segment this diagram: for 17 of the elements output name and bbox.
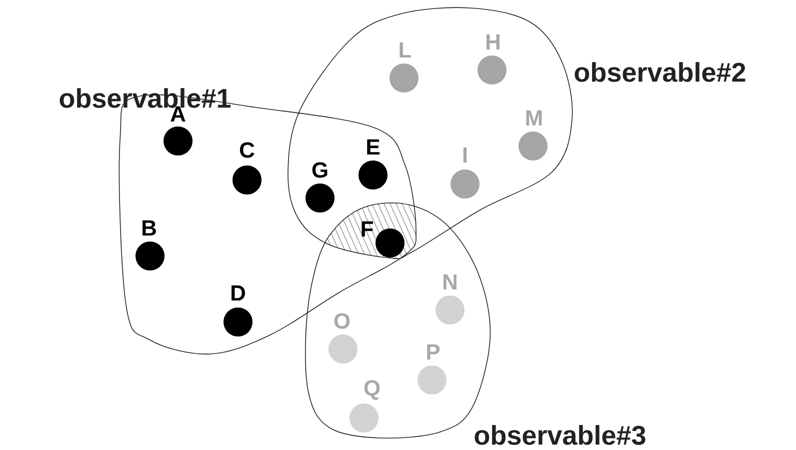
point-label: Q: [364, 380, 380, 400]
point-label: C: [240, 142, 254, 158]
point-label: N: [444, 274, 456, 290]
point-label: B: [142, 220, 156, 236]
node-label: observable#2: [574, 62, 746, 82]
point-label: M: [526, 110, 542, 126]
point-label: G: [312, 162, 328, 178]
point-label: H: [486, 34, 500, 50]
point-label: P: [427, 344, 440, 360]
point-label: O: [334, 313, 350, 329]
node-label: observable#3: [474, 425, 646, 445]
point-label: A: [170, 106, 186, 122]
point-label: F: [362, 221, 373, 237]
point-label: E: [367, 139, 380, 155]
point-label: I: [463, 147, 467, 163]
point-label: L: [400, 42, 412, 58]
point-label: D: [232, 285, 246, 301]
